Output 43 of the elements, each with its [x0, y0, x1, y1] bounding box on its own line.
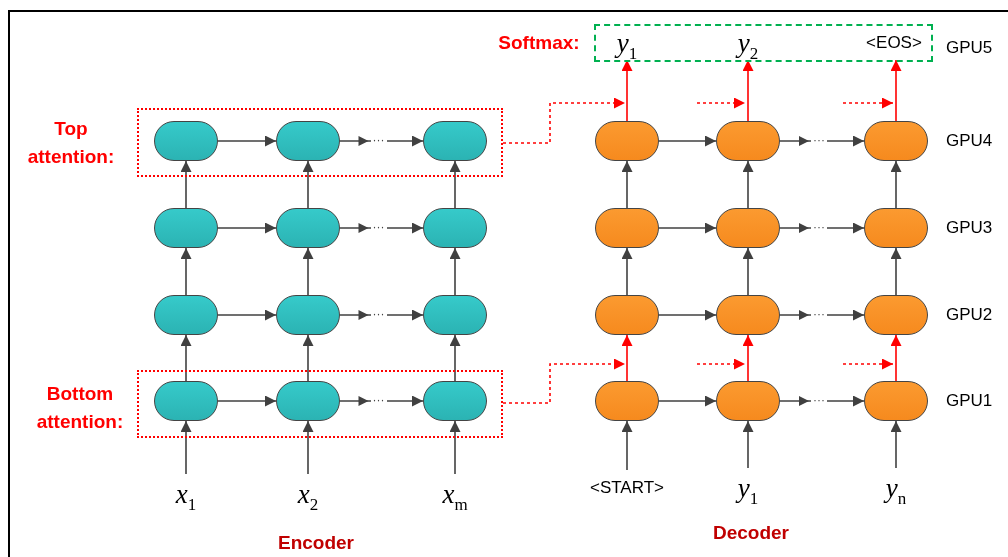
rnn-cell [716, 121, 780, 161]
section-title: Decoder [712, 522, 790, 544]
rnn-cell [864, 381, 928, 421]
input-token: x$_{1}$ [158, 474, 214, 514]
rnn-cell [595, 381, 659, 421]
input-token: y$_{n}$ [868, 468, 924, 508]
rnn-cell [154, 121, 218, 161]
output-token: <EOS> [859, 26, 929, 60]
section-title: Encoder [277, 532, 355, 554]
rnn-cell [276, 295, 340, 335]
rnn-cell [423, 121, 487, 161]
output-token: y$_{2}$ [723, 26, 773, 60]
rnn-cell [423, 295, 487, 335]
rnn-cell [423, 381, 487, 421]
softmax-label: Softmax: [497, 31, 581, 55]
rnn-cell [716, 208, 780, 248]
input-token: x$_{m}$ [427, 474, 483, 514]
rnn-cell [276, 121, 340, 161]
rnn-cell [595, 121, 659, 161]
rnn-cell [864, 295, 928, 335]
gpu-label: GPU2 [946, 305, 993, 325]
input-token: <START> [583, 470, 671, 506]
gpu-label: GPU5 [946, 38, 993, 58]
rnn-cell [276, 208, 340, 248]
gpu-label: GPU3 [946, 218, 993, 238]
rnn-cell [716, 381, 780, 421]
rnn-cell [423, 208, 487, 248]
attention-label: Top attention: [26, 117, 116, 169]
input-token: y$_{1}$ [720, 468, 776, 508]
input-token: x$_{2}$ [280, 474, 336, 514]
rnn-cell [595, 208, 659, 248]
rnn-cell [716, 295, 780, 335]
rnn-cell [864, 121, 928, 161]
gpu-label: GPU1 [946, 391, 993, 411]
gpu-label: GPU4 [946, 131, 993, 151]
rnn-cell [154, 381, 218, 421]
rnn-cell [595, 295, 659, 335]
rnn-cell [276, 381, 340, 421]
attention-label: Bottom attention: [35, 382, 125, 434]
rnn-cell [864, 208, 928, 248]
output-token: y$_{1}$ [602, 26, 652, 60]
rnn-cell [154, 208, 218, 248]
rnn-cell [154, 295, 218, 335]
